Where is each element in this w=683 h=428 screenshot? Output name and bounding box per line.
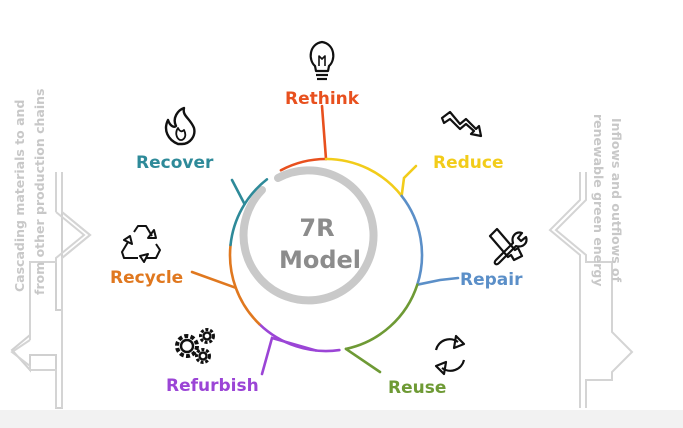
refresh-arrows-icon [434,334,466,376]
left-caption: Cascading materials to and from other pr… [12,89,47,295]
center-title-model: Model [279,246,361,274]
center-title-7r: 7R [299,214,334,242]
left-caption-line2: from other production chains [32,89,47,295]
left-arrows [10,172,92,408]
wrench-screwdriver-icon [488,227,528,266]
connector-refurbish [260,336,318,376]
ring-arc-recover [229,178,269,247]
stage-label-repair: Repair [460,270,523,290]
lightbulb-icon [309,40,335,81]
stage-label-refurbish: Refurbish [166,376,259,396]
ring-arc-reuse [344,283,419,351]
center-ring [239,166,378,305]
right-caption-line2: renewable green energy [591,114,606,287]
left-caption-line1: Cascading materials to and [12,100,27,292]
gears-icon [175,328,215,364]
stage-label-reuse: Reuse [388,378,446,398]
declining-arrow-icon [440,110,483,138]
stage-label-reduce: Reduce [433,153,504,173]
stage-label-recover: Recover [136,153,214,173]
connector-repair [416,276,460,286]
connector-recycle [190,270,238,290]
connector-rethink [320,104,328,161]
right-arrows [548,172,634,408]
connector-recover [230,178,246,206]
connector-reduce [400,164,418,198]
connector-reuse [344,347,382,374]
ring-arc-rethink [279,157,328,172]
bottom-band [0,410,683,428]
right-caption: Inflows and outflows of renewable green … [591,114,624,287]
outer-ring [190,104,460,376]
stage-label-rethink: Rethink [285,89,360,109]
flame-icon [164,106,196,146]
ring-arc-reduce [324,157,403,198]
ring-arc-repair [400,194,424,286]
recycle-icon [121,225,161,263]
right-caption-line1: Inflows and outflows of [609,118,624,283]
stage-label-recycle: Recycle [110,268,183,288]
